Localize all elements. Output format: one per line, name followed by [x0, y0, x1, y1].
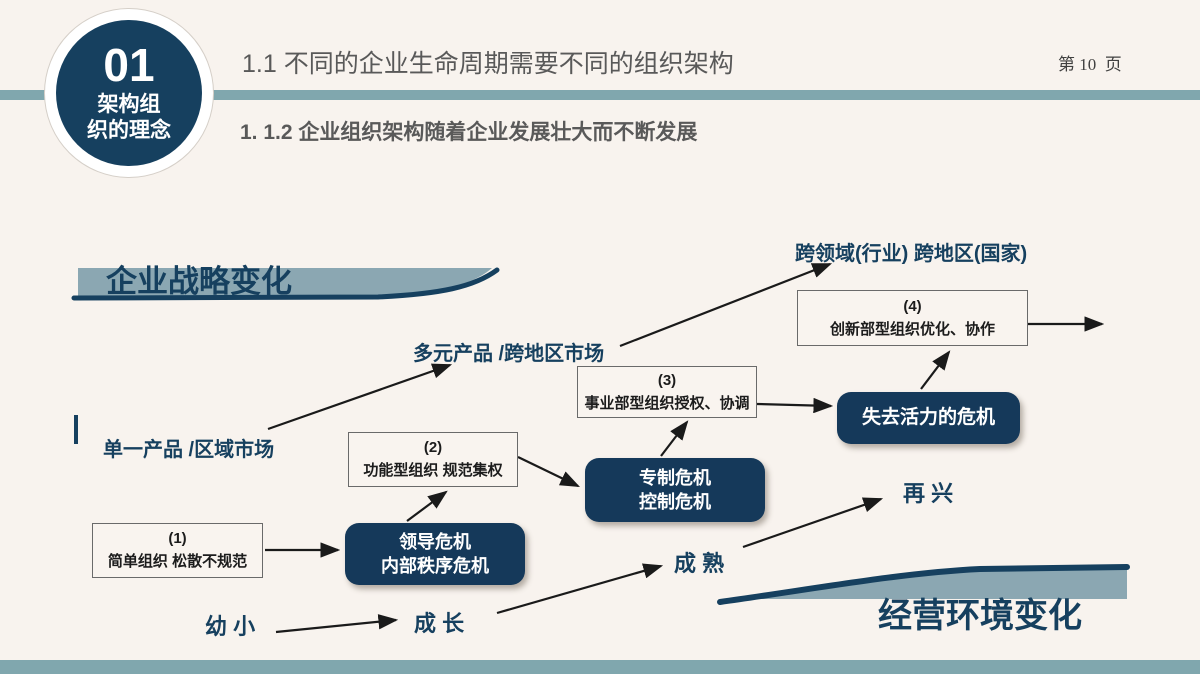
environment-swoosh-fill — [755, 568, 1127, 599]
arrow-level2-to-level3 — [619, 262, 833, 348]
org-box-3-label: 事业部型组织授权、协调 — [584, 394, 750, 412]
arrow-crisis2-to-orgbox3 — [660, 420, 689, 457]
stage-label-growth: 成 长 — [414, 611, 465, 636]
crisis-box-leadership: 领导危机 内部秩序危机 — [345, 523, 525, 585]
crisis-box-leadership-line2: 内部秩序危机 — [381, 556, 489, 576]
section-title-line2: 织的理念 — [87, 119, 171, 142]
arrow-crisis3-to-orgbox4 — [920, 350, 951, 390]
org-box-3-number: (3) — [657, 371, 677, 389]
crisis-box-leadership-line1: 领导危机 — [399, 531, 471, 552]
strategy-swoosh-stroke — [71, 267, 500, 301]
page-number: 第 10 页 — [1058, 55, 1122, 74]
stage-label-mature: 成 熟 — [674, 551, 725, 576]
section-badge: 01 架构组 织的理念 — [44, 8, 214, 178]
arrow-stage1-to-stage2 — [275, 614, 399, 634]
strategy-axis-label: 企业战略变化 — [106, 264, 292, 299]
arrow-stage3-to-stage4 — [742, 497, 884, 549]
org-box-4: (4) 创新部型组织优化、协作 — [797, 290, 1028, 346]
section-number: 01 — [103, 38, 155, 91]
level1-label: 单一产品 /区域市场 — [103, 439, 275, 461]
org-box-4-number: (4) — [903, 297, 922, 315]
header-accent-bar — [0, 90, 1200, 100]
org-box-1-number: (1) — [168, 530, 187, 547]
page-title: 1.1 不同的企业生命周期需要不同的组织架构 — [242, 50, 734, 78]
level1-tick — [74, 415, 78, 444]
crisis-box-autocracy: 专制危机 控制危机 — [585, 458, 765, 522]
footer-accent-bar — [0, 660, 1200, 674]
org-box-4-label: 创新部型组织优化、协作 — [829, 320, 995, 338]
crisis-box-autocracy-line2: 控制危机 — [639, 492, 711, 512]
org-box-2-label: 功能型组织 规范集权 — [363, 462, 503, 479]
section-badge-inner: 01 架构组 织的理念 — [56, 20, 202, 166]
arrow-orgbox2-to-crisis2 — [517, 456, 580, 487]
level2-label: 多元产品 /跨地区市场 — [413, 343, 605, 365]
page-subtitle: 1. 1.2 企业组织架构随着企业发展壮大而不断发展 — [240, 121, 698, 144]
environment-axis-label: 经营环境变化 — [878, 597, 1082, 635]
section-title-line1: 架构组 — [97, 92, 161, 116]
org-box-3: (3) 事业部型组织授权、协调 — [577, 366, 757, 418]
environment-swoosh-stroke — [717, 564, 1130, 605]
stage-label-young: 幼 小 — [205, 614, 256, 639]
org-box-2-number: (2) — [423, 439, 443, 456]
arrow-crisis1-to-orgbox2 — [406, 490, 448, 522]
strategy-swoosh-fill — [78, 268, 492, 297]
arrow-level1-to-level2 — [267, 363, 453, 431]
org-box-2: (2) 功能型组织 规范集权 — [348, 432, 518, 487]
level3-label: 跨领域(行业) 跨地区(国家) — [795, 243, 1028, 265]
arrow-stage2-to-stage3 — [496, 563, 664, 615]
crisis-box-vitality-line1: 失去活力的危机 — [861, 407, 995, 429]
arrow-orgbox3-to-crisis3 — [756, 397, 834, 414]
org-box-1: (1) 简单组织 松散不规范 — [92, 523, 263, 578]
crisis-box-vitality: 失去活力的危机 — [837, 392, 1020, 444]
org-box-1-label: 简单组织 松散不规范 — [107, 553, 248, 570]
crisis-box-autocracy-line1: 专制危机 — [639, 467, 711, 488]
stage-label-revival: 再 兴 — [903, 481, 954, 506]
